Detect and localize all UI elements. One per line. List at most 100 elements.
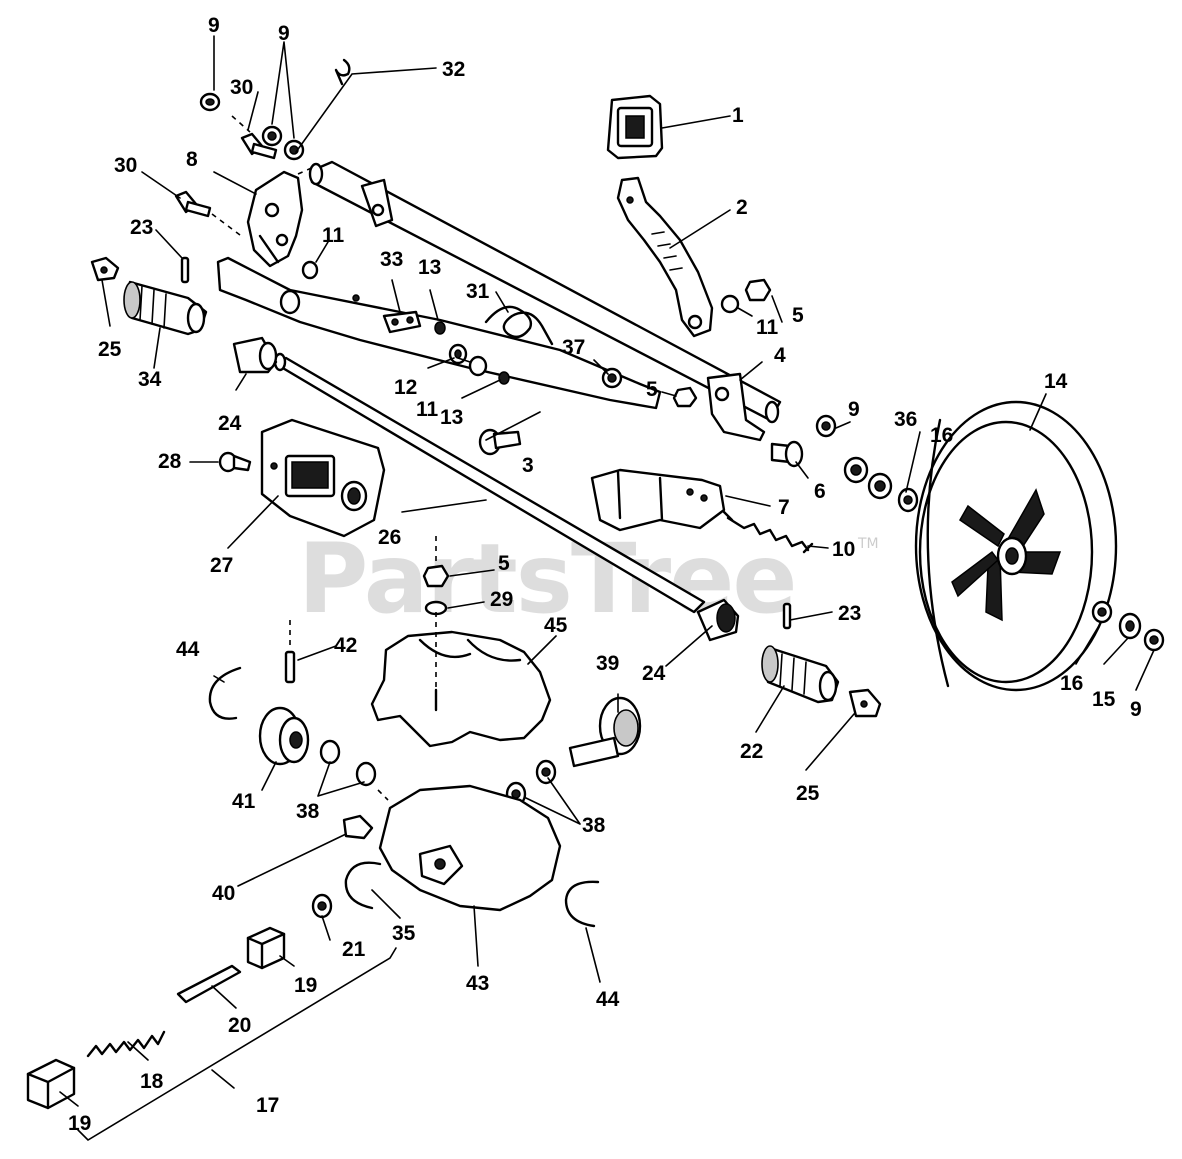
part-31-spring-clip: [484, 305, 554, 346]
svg-text:TM: TM: [857, 536, 879, 552]
part-19-coupler-upper: [246, 926, 286, 970]
part-7-frame-bracket: [590, 468, 726, 532]
part-6-bolt: [770, 440, 804, 468]
part-10-spring: [722, 510, 814, 554]
callout-31: 31: [466, 280, 490, 303]
part-4-axle-rod: [308, 160, 782, 442]
callout-3: 3: [522, 454, 534, 477]
callout-15: 15: [1092, 688, 1116, 711]
callout-13a: 13: [418, 256, 441, 279]
callout-41: 41: [232, 790, 256, 813]
callout-16a: 16: [930, 424, 953, 447]
callout-16b: 16: [1060, 672, 1083, 695]
part-28-screw: [218, 451, 252, 473]
callout-1: 1: [732, 104, 744, 127]
callout-9d: 9: [1130, 698, 1142, 721]
callout-32: 32: [442, 58, 465, 81]
callout-24b: 24: [642, 662, 666, 685]
part-27-shield: [260, 418, 386, 538]
part-1-grip: [606, 94, 664, 160]
callout-23b: 23: [838, 602, 861, 625]
callout-9b: 9: [278, 22, 290, 45]
callout-30a: 30: [230, 76, 253, 99]
callout-25b: 25: [796, 782, 820, 805]
part-8-lever-bracket: [246, 170, 304, 268]
part-26-shaft: [273, 352, 706, 614]
callout-11c: 11: [416, 398, 439, 421]
part-22-pinion: [761, 645, 840, 704]
part-30-bolt-upper: [240, 132, 278, 160]
part-32-cotter-pin: [334, 58, 351, 86]
callout-11b: 11: [756, 316, 779, 339]
callout-37: 37: [562, 336, 585, 359]
callout-7: 7: [778, 496, 790, 519]
callout-20: 20: [228, 1014, 251, 1037]
callout-21: 21: [342, 938, 366, 961]
part-44-ring-upper: [208, 666, 242, 720]
callout-34: 34: [138, 368, 162, 391]
part-20-square-shaft: [176, 964, 242, 1004]
part-2-height-arm: [616, 176, 714, 338]
callout-4: 4: [774, 344, 786, 367]
callout-38a: 38: [296, 800, 320, 823]
callout-33: 33: [380, 248, 403, 271]
callout-19a: 19: [294, 974, 317, 997]
callout-11a: 11: [322, 224, 345, 247]
callout-5b: 5: [646, 378, 658, 401]
callout-13b: 13: [440, 406, 463, 429]
callout-45: 45: [544, 614, 568, 637]
part-43-gear-housing-lower: [378, 784, 562, 912]
part-44-ring-lower: [564, 880, 600, 928]
callout-17: 17: [256, 1094, 279, 1117]
callout-29: 29: [490, 588, 513, 611]
callout-2: 2: [736, 196, 748, 219]
callout-42: 42: [334, 634, 357, 657]
part-25-fitting-right: [848, 688, 882, 718]
callout-14: 14: [1044, 370, 1068, 393]
callout-25a: 25: [98, 338, 122, 361]
callout-26: 26: [378, 526, 401, 549]
callout-10: 10: [832, 538, 855, 561]
part-45-gear-housing-upper: [370, 630, 552, 748]
callout-40: 40: [212, 882, 235, 905]
part-25-fitting-left: [90, 256, 120, 282]
callout-12: 12: [394, 376, 417, 399]
callout-9c: 9: [848, 398, 860, 421]
callout-18: 18: [140, 1070, 164, 1093]
callout-27: 27: [210, 554, 233, 577]
part-3-bolt: [478, 428, 522, 456]
part-17-group-bracket: [77, 947, 397, 1142]
leader-lines: [59, 35, 1155, 1107]
part-23-pin-right: [782, 602, 792, 630]
part-35-snap-ring: [344, 861, 382, 910]
part-14-wheel: [914, 400, 1118, 692]
callout-labels: 1 2 3 4 5 5 5 6 7 8 9 9 9 9 10 11 11 11 …: [68, 14, 1142, 1135]
part-24-bushing-left: [232, 336, 278, 374]
part-23-pin-left: [180, 256, 190, 284]
callout-44a: 44: [176, 638, 200, 661]
callout-19b: 19: [68, 1112, 91, 1135]
callout-23a: 23: [130, 216, 153, 239]
callout-6: 6: [814, 480, 826, 503]
part-41-gear: [258, 706, 310, 766]
callout-44b: 44: [596, 988, 620, 1011]
callout-39: 39: [596, 652, 619, 675]
callout-43: 43: [466, 972, 489, 995]
part-34-pinion: [123, 280, 208, 336]
callout-36: 36: [894, 408, 917, 431]
callout-24a: 24: [218, 412, 242, 435]
callout-5a: 5: [792, 304, 804, 327]
callout-30b: 30: [114, 154, 137, 177]
callout-38b: 38: [582, 814, 606, 837]
callout-28: 28: [158, 450, 182, 473]
callout-35: 35: [392, 922, 416, 945]
callout-5c: 5: [498, 552, 510, 575]
part-30-bolt-lower: [174, 190, 212, 218]
part-39-gear-shaft: [568, 696, 642, 768]
alignment-lines: [211, 115, 437, 801]
part-19-coupler-lower: [26, 1058, 76, 1110]
callout-22: 22: [740, 740, 763, 763]
part-18-spring: [86, 1030, 166, 1058]
callout-8: 8: [186, 148, 198, 171]
